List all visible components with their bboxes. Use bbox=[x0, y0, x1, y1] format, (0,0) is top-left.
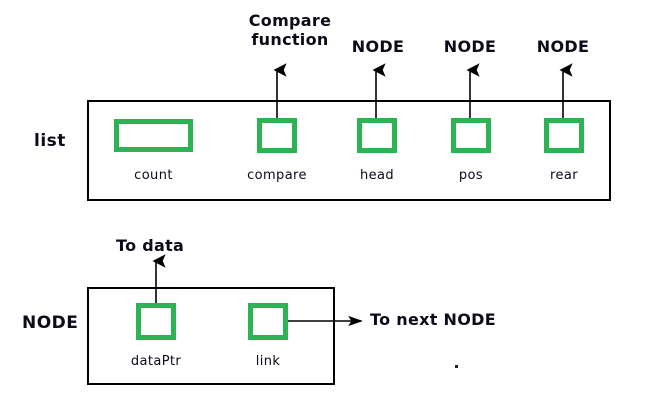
stray-dot-mark bbox=[455, 365, 458, 368]
list-struct-name: list bbox=[34, 131, 66, 151]
callout-to-next-node: To next NODE bbox=[370, 310, 496, 329]
callout-node-head: NODE bbox=[351, 37, 405, 56]
callout-to-data: To data bbox=[116, 236, 185, 255]
field-label-head: head bbox=[359, 168, 395, 183]
field-box-link bbox=[248, 303, 288, 340]
field-box-head bbox=[357, 118, 397, 153]
callout-compare-function: Compare function bbox=[238, 11, 342, 50]
field-label-link: link bbox=[255, 354, 281, 369]
list-struct-rect bbox=[87, 100, 611, 201]
field-box-dataptr bbox=[136, 303, 176, 340]
callout-node-pos: NODE bbox=[443, 37, 497, 56]
field-label-pos: pos bbox=[458, 168, 484, 183]
field-label-compare: compare bbox=[247, 168, 307, 183]
field-box-rear bbox=[544, 118, 584, 153]
field-box-count bbox=[114, 119, 193, 152]
callout-compare-line2: function bbox=[251, 29, 329, 49]
field-label-dataptr: dataPtr bbox=[130, 354, 182, 369]
node-struct-rect bbox=[87, 287, 335, 385]
node-struct-name: NODE bbox=[22, 313, 79, 333]
field-label-rear: rear bbox=[550, 168, 578, 183]
field-label-count: count bbox=[134, 168, 173, 183]
callout-compare-line1: Compare bbox=[248, 11, 332, 30]
node-link-arrow bbox=[287, 315, 363, 327]
field-box-compare bbox=[257, 118, 297, 153]
field-box-pos bbox=[451, 118, 491, 153]
callout-node-rear: NODE bbox=[536, 37, 590, 56]
